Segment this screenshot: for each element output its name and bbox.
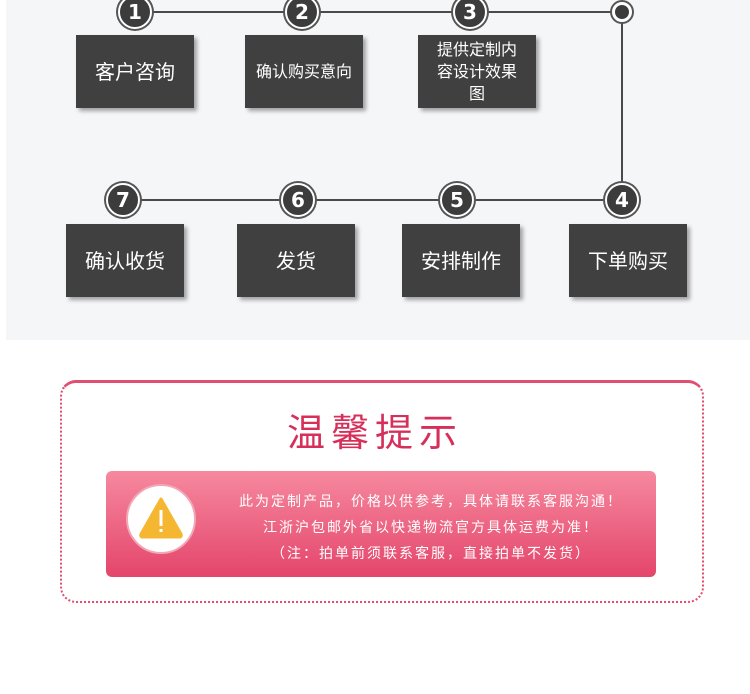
step-box-produce: 安排制作 [402,224,520,297]
step-box-ship: 发货 [237,224,355,297]
step-box-receive: 确认收货 [66,224,184,297]
step-number-5: 5 [440,183,474,217]
step-box-design: 提供定制内容设计效果图 [418,35,536,108]
step-number-4: 4 [605,183,639,217]
connector-line [621,12,623,200]
notice-title: 温馨提示 [286,411,463,455]
connector-line [123,199,622,201]
step-number-7: 7 [106,183,140,217]
warning-icon [126,484,196,554]
notice-line-2: 江浙沪包邮外省以快递物流官方具体运费为准！ [263,520,599,536]
notice-line-1: 此为定制产品，价格以供参考，具体请联系客服沟通！ [239,494,623,510]
step-number-1: 1 [118,0,152,29]
step-box-consult: 客户咨询 [76,35,194,108]
notice-line-3: （注：拍单前须联系客服，直接拍单不发货） [271,546,591,562]
step-box-confirm-intent: 确认购买意向 [245,35,363,108]
notice-box: 此为定制产品，价格以供参考，具体请联系客服沟通！ 江浙沪包邮外省以快递物流官方具… [106,471,656,577]
step-box-order: 下单购买 [569,224,687,297]
flow-end-node [612,2,632,22]
step-number-2: 2 [285,0,319,29]
connector-line [135,11,622,13]
notice-frame [60,380,704,603]
step-number-3: 3 [453,0,487,29]
step-number-6: 6 [281,183,315,217]
